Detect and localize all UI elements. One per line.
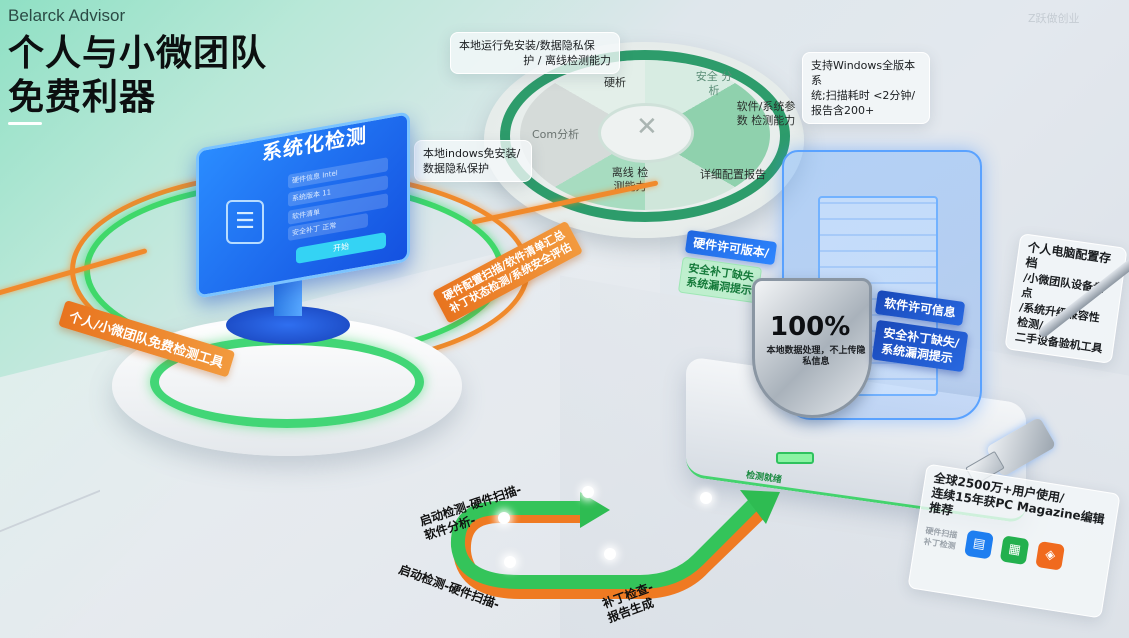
flow-node: [504, 556, 516, 568]
callout-text: 数据隐私保护: [423, 162, 489, 175]
wheel-segment-label: 硬析: [604, 76, 626, 89]
brand-name: Belarck Advisor: [8, 6, 126, 25]
callout-text: 报告含200+: [811, 104, 875, 117]
clipboard-icon: ▤: [964, 529, 994, 560]
feature-wheel-ring: [500, 50, 790, 222]
watermark: Z跃做创业: [1028, 12, 1080, 25]
callout-portable-privacy: 本地indows免安装/ 数据隐私保护: [414, 140, 532, 182]
wheel-segment-label: 安全 分析: [695, 70, 733, 97]
process-flow-arrow: [450, 490, 780, 599]
headline-line-1: 个人与小微团队: [8, 33, 268, 74]
callout-text: 本地indows免安装/: [423, 147, 521, 160]
headline-line-2: 免费利器: [8, 77, 157, 118]
shield-check-icon: ◈: [1035, 540, 1065, 571]
callout-text: 护 / 离线检测能力: [523, 54, 611, 67]
flow-node: [582, 486, 594, 498]
shield-percentage: 100%: [770, 312, 851, 342]
checklist-icon: ▦: [999, 535, 1030, 566]
document-icon: ☰: [226, 200, 264, 244]
wheel-segment-label: Com分析: [532, 128, 580, 141]
device-status-led: [776, 452, 814, 464]
callout-text: 本地运行免安装/数据隐私保: [459, 39, 595, 52]
title-underline: [8, 122, 42, 125]
stats-small-labels: 硬件扫描 补丁检测: [923, 525, 958, 552]
flow-node: [498, 512, 510, 524]
flow-node: [700, 492, 712, 504]
page-headline: 个人与小微团队 免费利器: [8, 32, 267, 120]
wheel-segment-label: 软件/系统参数 检测能力: [736, 100, 796, 127]
wheel-segment-label: 详细配置报告: [700, 168, 766, 181]
callout-text: 统;扫描耗时 <2分钟/: [811, 89, 916, 102]
callout-text: 支持Windows全版本系: [811, 59, 916, 87]
tag-patch-warning: 安全补丁缺失 系统漏洞提示: [677, 256, 763, 304]
callout-local-privacy: 本地运行免安装/数据隐私保 护 / 离线检测能力: [450, 32, 620, 74]
flow-node: [604, 548, 616, 560]
feature-wheel-hub: [598, 103, 694, 163]
callout-windows-support: 支持Windows全版本系 统;扫描耗时 <2分钟/ 报告含200+: [802, 52, 930, 124]
security-shield: [752, 278, 872, 418]
shield-subtitle: 本地数据处理，不上传隐私信息: [766, 346, 866, 367]
tools-icon: ✕: [636, 112, 658, 142]
callout-use-cases: 个人电脑配置存档 /小微团队设备盘点 /系统升级兼容性检测/ 二手设备验机工具: [1004, 233, 1128, 364]
